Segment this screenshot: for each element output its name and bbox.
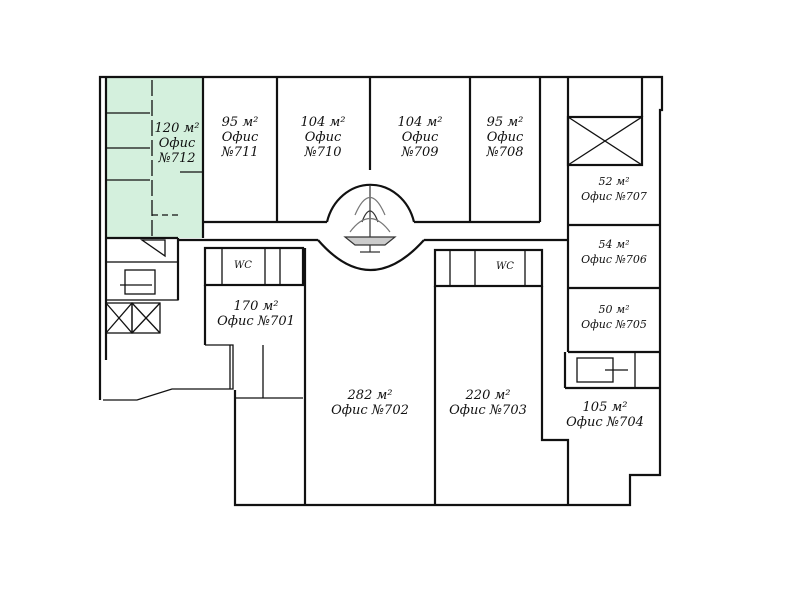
office-712-area[interactable]: [106, 78, 203, 238]
wc-block-right: [433, 248, 544, 288]
wc-label-right: WC: [496, 261, 514, 272]
elevator-right: [566, 115, 644, 167]
fountain-arch-top: [325, 183, 416, 223]
fountain-icon: [343, 185, 397, 253]
stairs-left: [105, 261, 179, 301]
fountain-arch-bottom: [317, 239, 425, 272]
wall-left-lower: [103, 344, 234, 401]
outer-wall: [98, 75, 664, 507]
elevator-left: [105, 302, 161, 334]
wc-label-left: WC: [234, 260, 252, 271]
ramp-icon: [139, 239, 166, 258]
wc-block-left: [203, 246, 305, 287]
